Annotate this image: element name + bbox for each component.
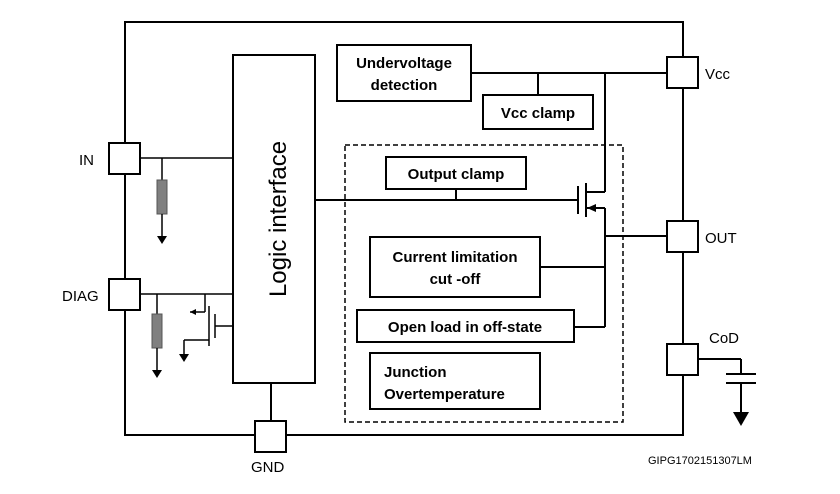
- in-pin-label: IN: [79, 152, 94, 169]
- junction-overtemperature-block: [369, 352, 541, 410]
- power-mosfet-symbol: [577, 183, 605, 217]
- junction-label-1: Junction: [384, 364, 447, 381]
- cod-pin-label: CoD: [709, 330, 739, 347]
- vcc-pin-label: Vcc: [705, 66, 731, 83]
- junction-label-2: Overtemperature: [384, 386, 505, 403]
- gnd-pin: [254, 420, 287, 453]
- output-clamp-label: Output clamp: [408, 166, 505, 183]
- gnd-pin-label: GND: [251, 459, 285, 476]
- figure-code: GIPG1702151307LM: [648, 455, 752, 467]
- in-pin: [108, 142, 141, 175]
- undervoltage-label-1: Undervoltage: [356, 55, 452, 72]
- out-pin-label: OUT: [705, 230, 737, 247]
- logic-interface-label: Logic interface: [265, 141, 292, 297]
- open-load-label: Open load in off-state: [388, 319, 542, 336]
- logic-interface-block: [232, 54, 316, 384]
- undervoltage-label-2: detection: [371, 77, 438, 94]
- diag-transistor-symbol: [179, 294, 233, 362]
- in-pulldown-resistor: [156, 179, 168, 215]
- current-limitation-block: [369, 236, 541, 298]
- diag-pulldown-resistor: [151, 313, 163, 349]
- output-clamp-block: [385, 156, 527, 190]
- current-limitation-label-1: Current limitation: [392, 249, 517, 266]
- vcc-clamp-block: [482, 94, 594, 130]
- vcc-pin: [666, 56, 699, 89]
- diag-pin-label: DIAG: [62, 288, 99, 305]
- diag-pin: [108, 278, 141, 311]
- vcc-clamp-label: Vcc clamp: [501, 105, 575, 122]
- out-pin: [666, 220, 699, 253]
- diag-ground-arrow: [152, 370, 162, 378]
- current-limitation-label-2: cut -off: [430, 271, 482, 288]
- in-ground-arrow: [157, 236, 167, 244]
- cod-capacitor-symbol: [698, 358, 756, 426]
- cod-pin: [666, 343, 699, 376]
- power-stage-region: [344, 144, 624, 423]
